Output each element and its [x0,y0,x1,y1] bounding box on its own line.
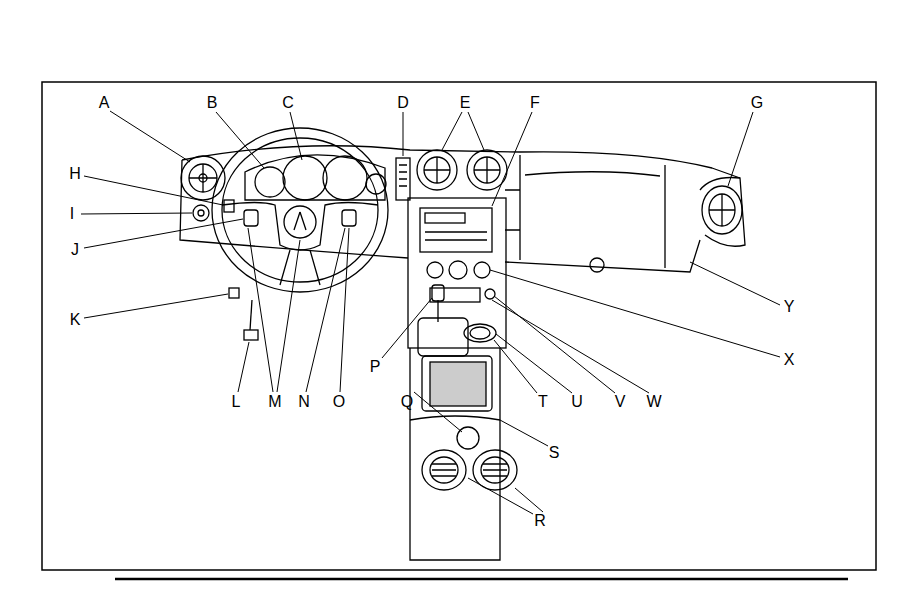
callout-letter: C [282,95,294,111]
callout-letter: L [232,394,241,410]
callout-letter: N [298,394,310,410]
callout-letter: D [397,95,409,111]
console [410,318,517,560]
callout-letter: W [646,394,661,410]
callout-letter: T [538,394,548,410]
callout-letter: P [370,359,381,375]
callout-letter: A [99,95,110,111]
callout-letter: O [333,394,345,410]
callout-letter: R [534,513,546,529]
callout-letter: G [751,95,763,111]
callout-letter: K [70,312,81,328]
callout-letter: M [268,394,281,410]
callout-letter: X [784,352,795,368]
dash [180,146,740,272]
callout-letter: I [70,206,74,222]
leader-lines [81,111,780,514]
rule [115,578,848,581]
callout-letter: S [549,445,560,461]
callout-letter: V [615,394,626,410]
pedals [229,288,258,340]
callout-letter: U [571,394,583,410]
callout-letter: Y [784,299,795,315]
callout-letter: H [69,166,81,182]
callout-letter: B [207,95,218,111]
callout-letter: J [71,242,79,258]
callout-letter: F [530,95,540,111]
center-stack [396,158,506,348]
callout-letter: Q [401,394,413,410]
callout-letter: E [460,95,471,111]
frame [42,82,876,570]
